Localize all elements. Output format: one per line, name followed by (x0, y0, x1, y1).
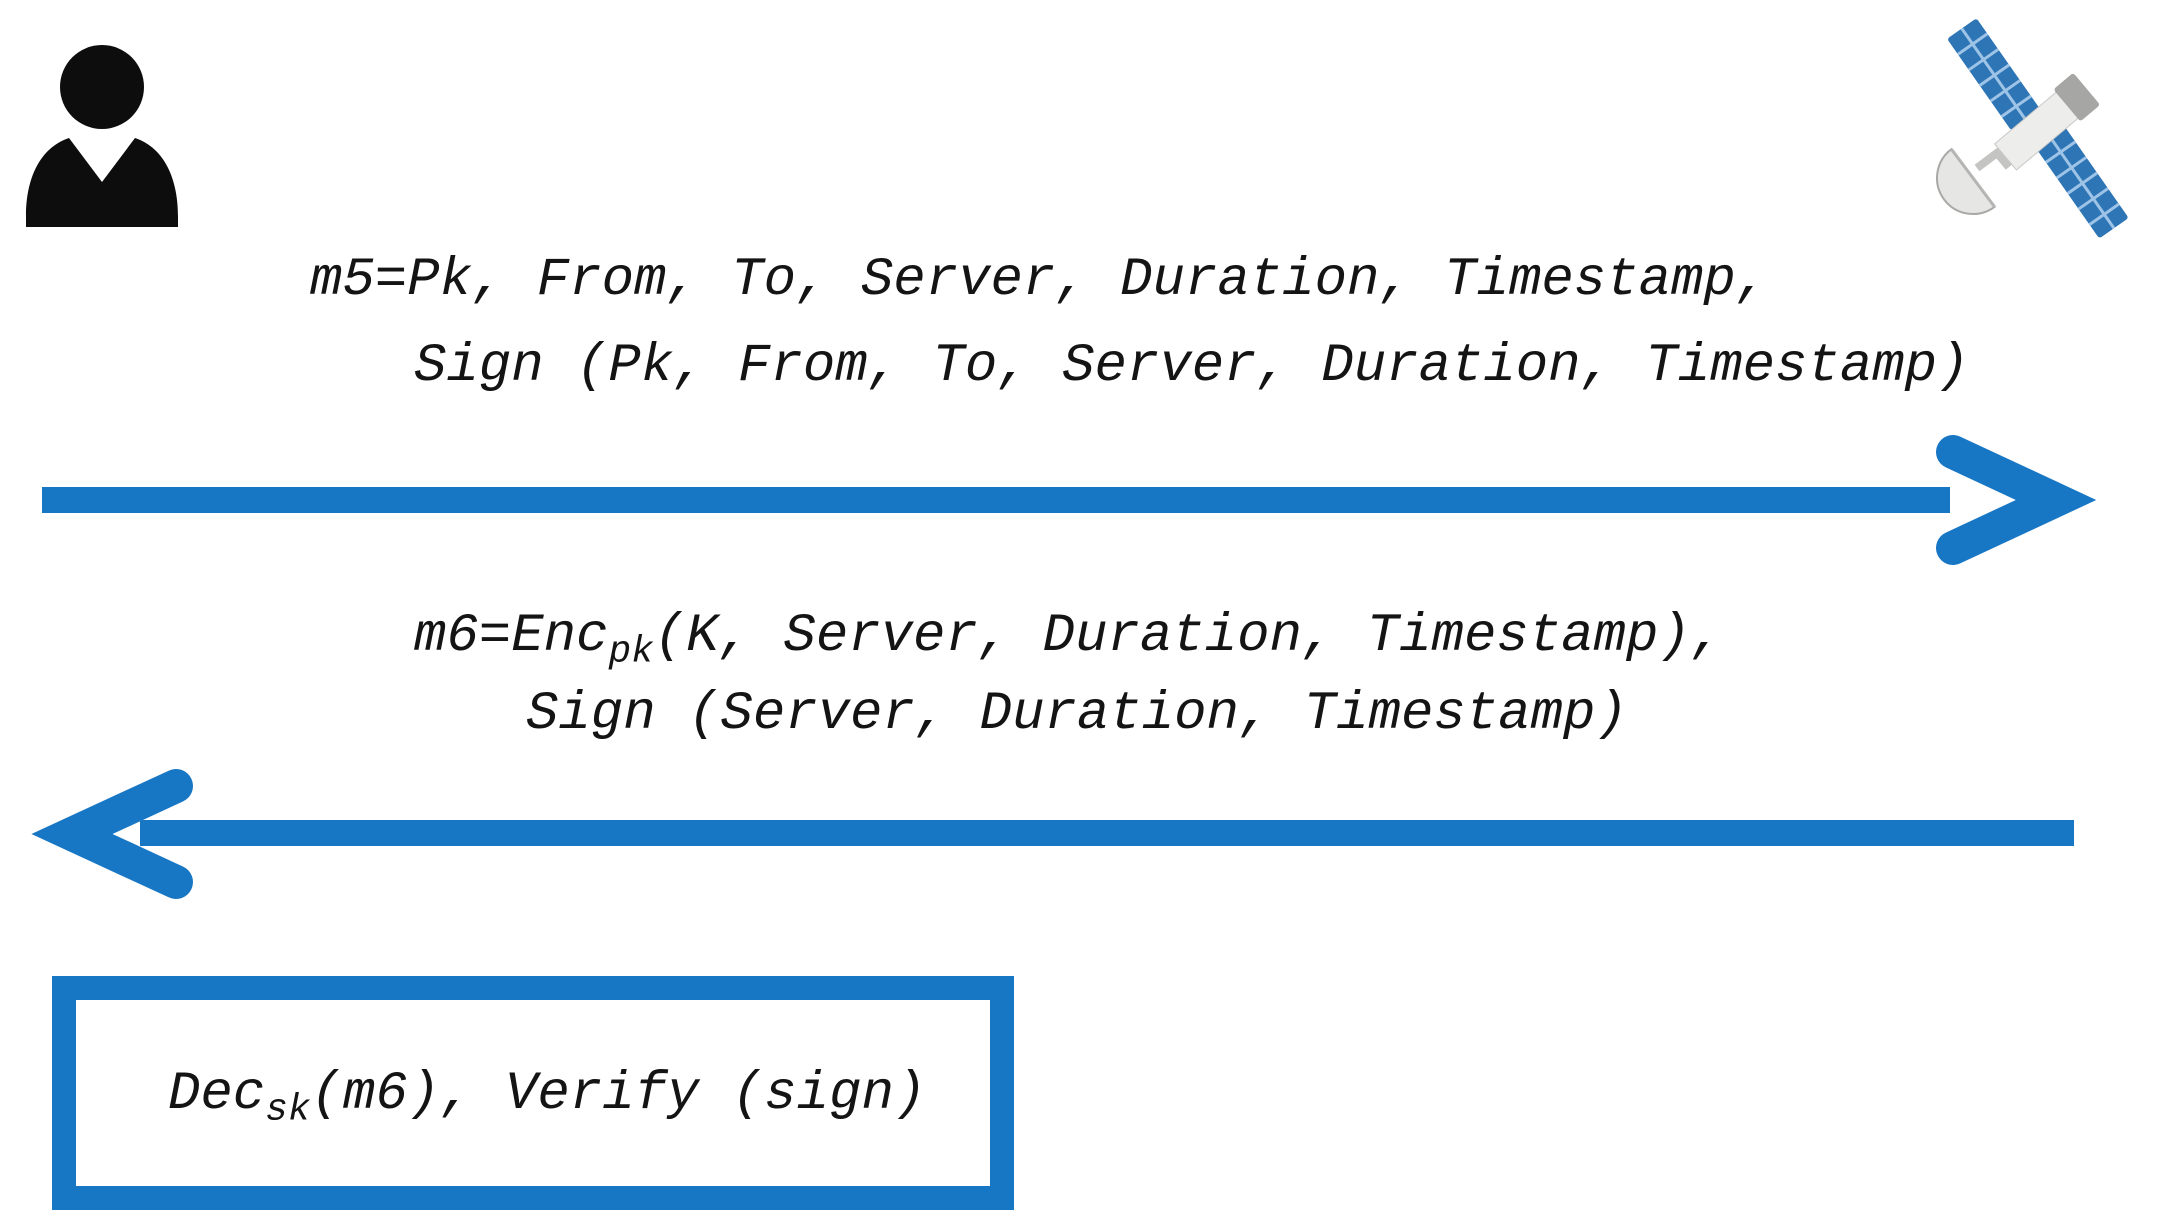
message-m6-line1: m6=Encpk(K, Server, Duration, Timestamp)… (414, 606, 1724, 674)
arrow-left-head (31, 769, 193, 899)
message-m5-line2: Sign (Pk, From, To, Server, Duration, Ti… (414, 336, 1970, 397)
message-m5-line1: m5=Pk, From, To, Server, Duration, Times… (310, 250, 1769, 311)
arrow-right-shaft (42, 487, 1950, 513)
arrow-right (42, 435, 2097, 565)
arrow-right-head (1936, 435, 2097, 565)
satellite-icon (1936, 19, 2128, 238)
message-m6-line2: Sign (Server, Duration, Timestamp) (526, 684, 1628, 745)
process-box-label: Decsk(m6), Verify (sign) (168, 1064, 927, 1132)
satellite-body (1992, 73, 2100, 171)
satellite-solar-panel-lower (2036, 127, 2128, 238)
person-head (60, 45, 144, 129)
person-body (26, 138, 178, 227)
arrow-left-shaft (140, 820, 2074, 846)
person-icon (26, 45, 178, 227)
process-box: Decsk(m6), Verify (sign) (52, 976, 1014, 1210)
arrow-left (31, 769, 2074, 899)
satellite-solar-panel-upper (1948, 19, 2040, 130)
